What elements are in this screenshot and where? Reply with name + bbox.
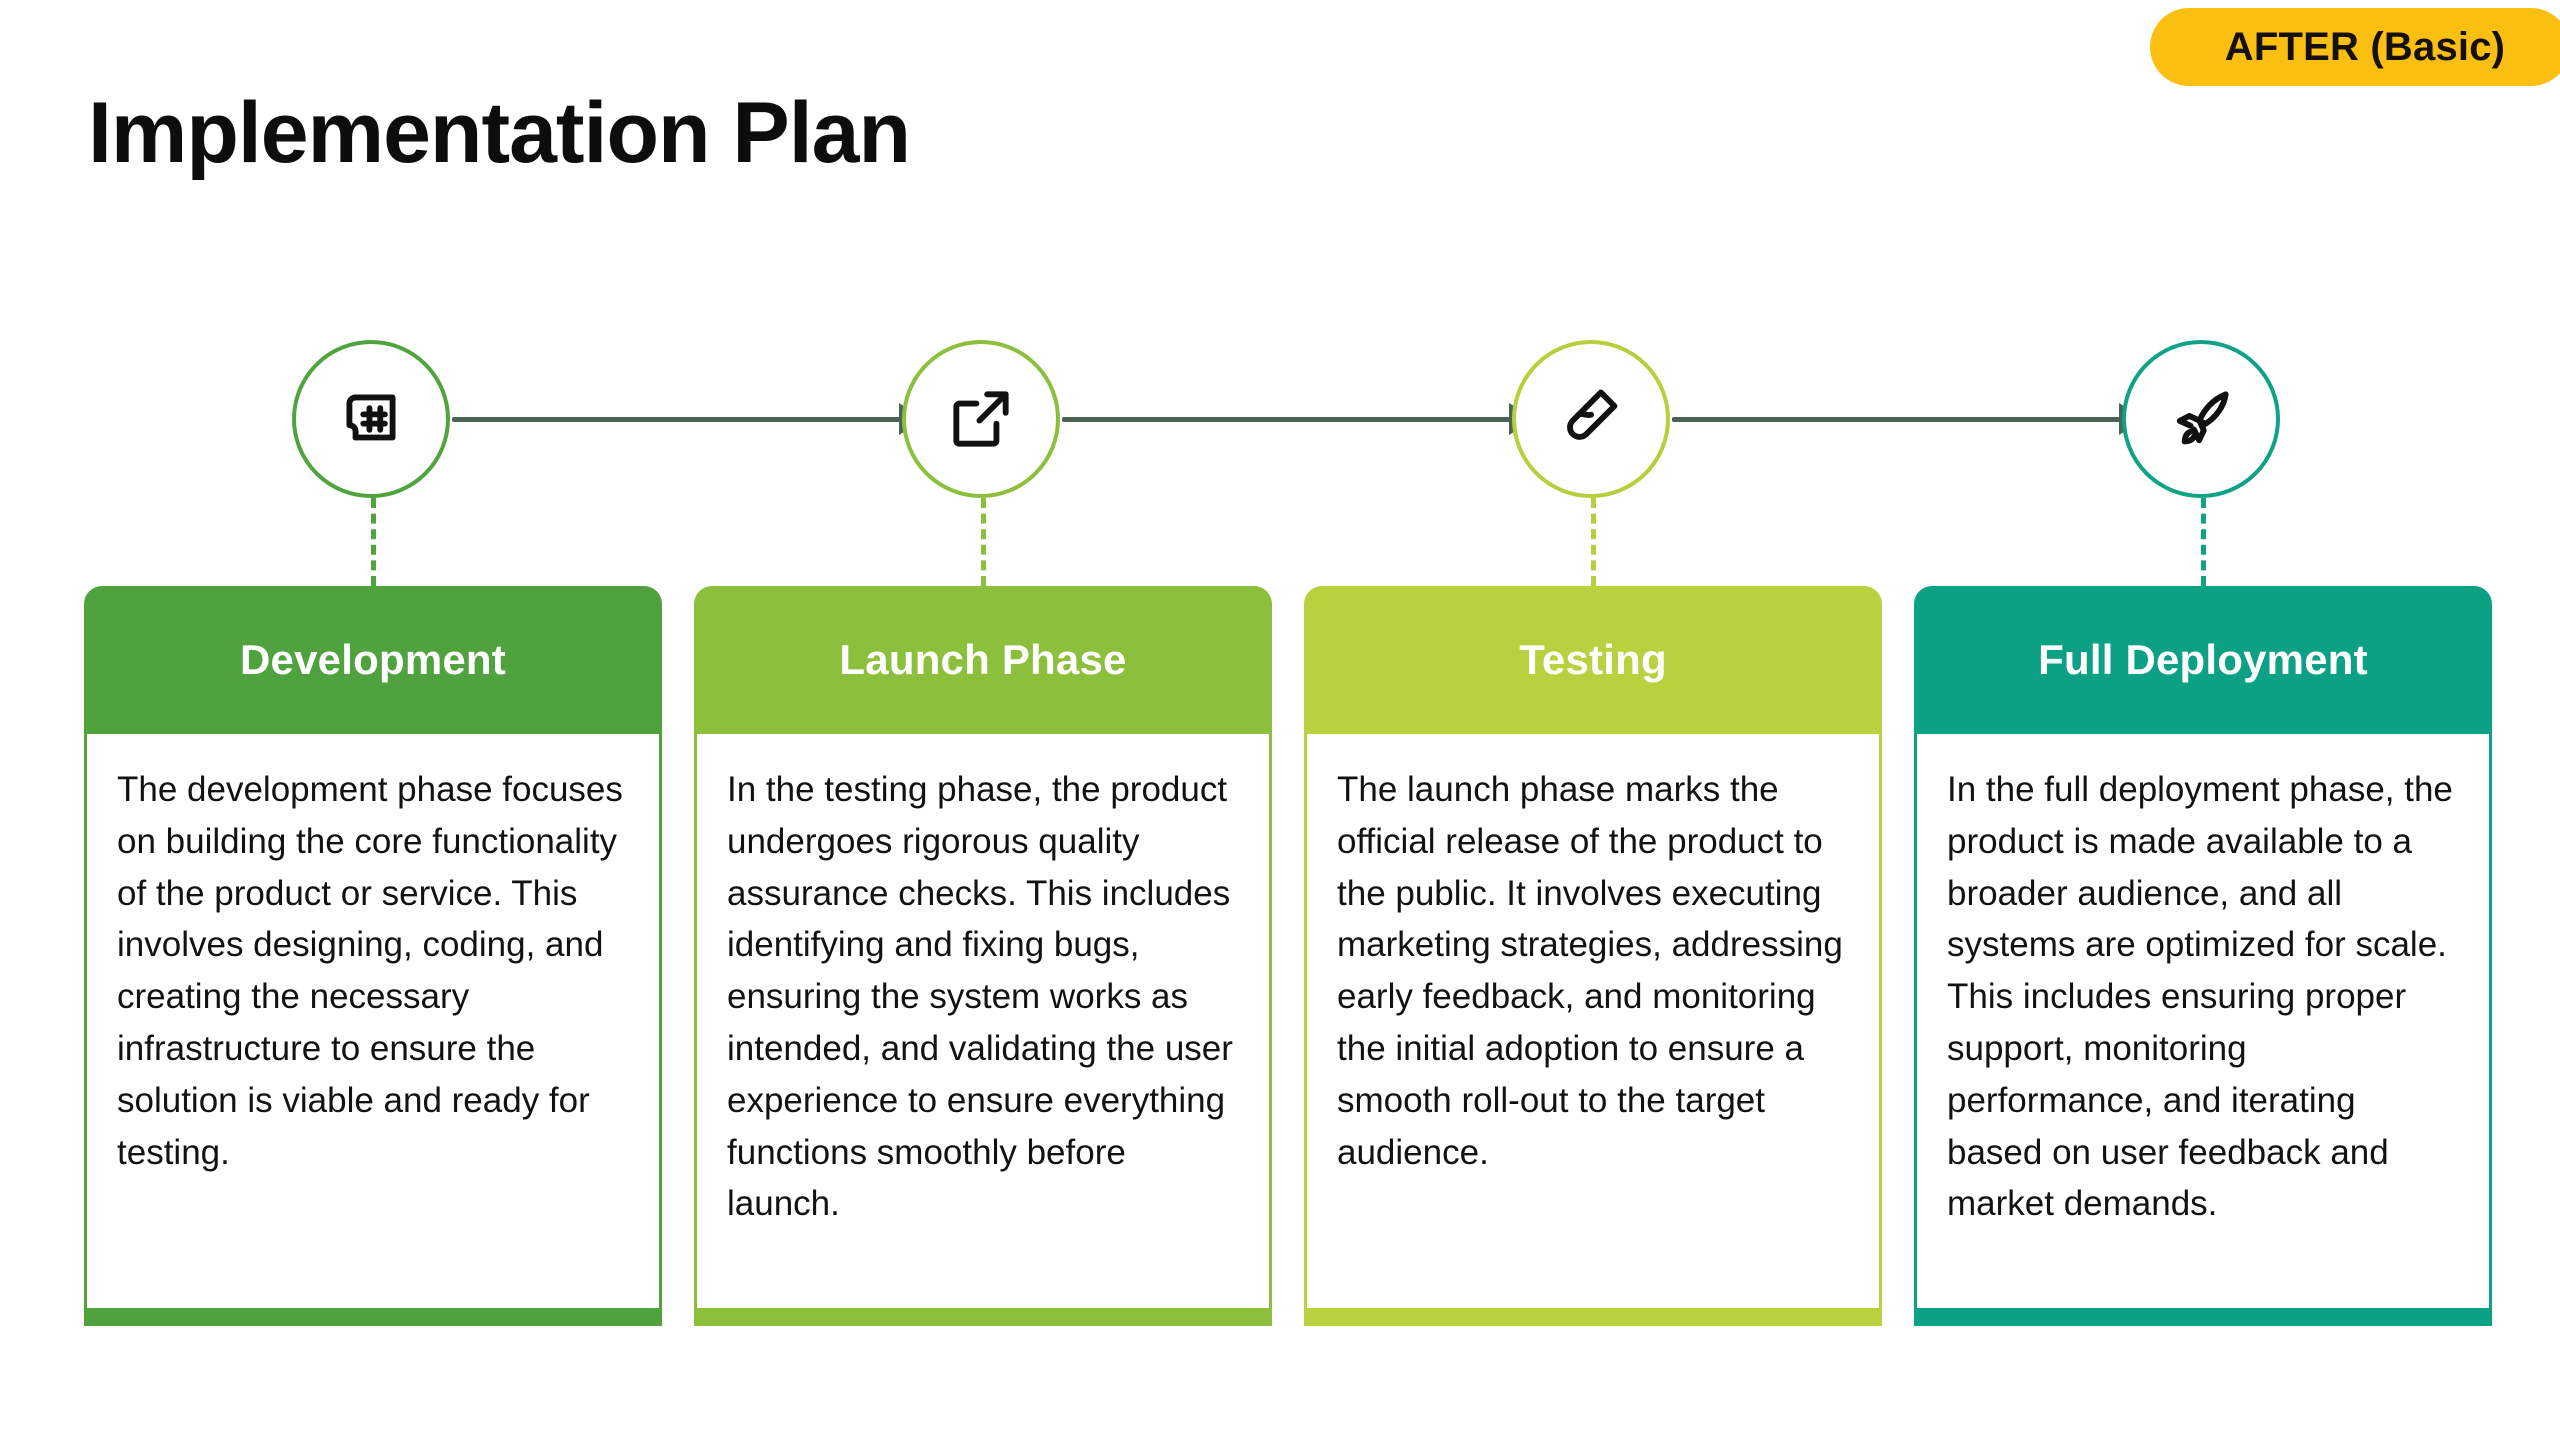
phase-cards: Development The development phase focuse…	[0, 586, 2560, 1326]
arrow-shaft	[452, 417, 922, 422]
phase-card-body: In the full deployment phase, the produc…	[1914, 734, 2492, 1308]
timeline-node-2[interactable]	[902, 340, 1060, 498]
arrow-connector-3	[1672, 403, 2145, 435]
variant-badge: AFTER (Basic)	[2150, 8, 2560, 86]
phase-card-header: Testing	[1304, 586, 1882, 734]
phase-card-accent-bar	[1914, 1308, 2492, 1326]
phase-card-header: Full Deployment	[1914, 586, 2492, 734]
arrow-shaft	[1672, 417, 2142, 422]
variant-badge-label: AFTER (Basic)	[2224, 24, 2506, 69]
phase-card-text: In the full deployment phase, the produc…	[1947, 770, 2453, 1224]
dropline-2	[981, 498, 986, 586]
dropline-3	[1591, 498, 1596, 586]
phase-card-body: In the testing phase, the product underg…	[694, 734, 1272, 1308]
phase-card-4[interactable]: Full Deployment In the full deployment p…	[1914, 586, 2492, 1326]
page-title: Implementation Plan	[88, 85, 911, 181]
phase-card-header: Launch Phase	[694, 586, 1272, 734]
arrow-connector-2	[1062, 403, 1535, 435]
phase-card-header: Development	[84, 586, 662, 734]
phase-card-title: Development	[240, 636, 506, 683]
timeline-node-4[interactable]	[2122, 340, 2280, 498]
dropline-group	[0, 498, 2560, 586]
phase-card-text: The development phase focuses on buildin…	[117, 770, 623, 1172]
phase-card-title: Testing	[1519, 636, 1667, 683]
timeline-track	[0, 340, 2560, 510]
external-link-icon	[944, 382, 1018, 456]
phase-card-accent-bar	[694, 1308, 1272, 1326]
timeline-node-3[interactable]	[1512, 340, 1670, 498]
phase-card-accent-bar	[1304, 1308, 1882, 1326]
phase-card-title: Launch Phase	[839, 636, 1127, 683]
phase-card-body: The launch phase marks the official rele…	[1304, 734, 1882, 1308]
timeline-node-1[interactable]	[292, 340, 450, 498]
phase-card-title: Full Deployment	[2038, 636, 2368, 683]
rocket-icon	[2164, 382, 2238, 456]
dropline-1	[371, 498, 376, 586]
arrow-shaft	[1062, 417, 1532, 422]
phase-card-3[interactable]: Testing The launch phase marks the offic…	[1304, 586, 1882, 1326]
phase-card-2[interactable]: Launch Phase In the testing phase, the p…	[694, 586, 1272, 1326]
dropline-4	[2201, 498, 2206, 586]
phase-card-text: The launch phase marks the official rele…	[1337, 770, 1843, 1172]
phase-card-1[interactable]: Development The development phase focuse…	[84, 586, 662, 1326]
arrow-connector-1	[452, 403, 925, 435]
test-tube-icon	[1554, 382, 1628, 456]
phase-card-accent-bar	[84, 1308, 662, 1326]
blueprint-icon	[334, 382, 408, 456]
phase-card-body: The development phase focuses on buildin…	[84, 734, 662, 1308]
phase-card-text: In the testing phase, the product underg…	[727, 770, 1233, 1224]
